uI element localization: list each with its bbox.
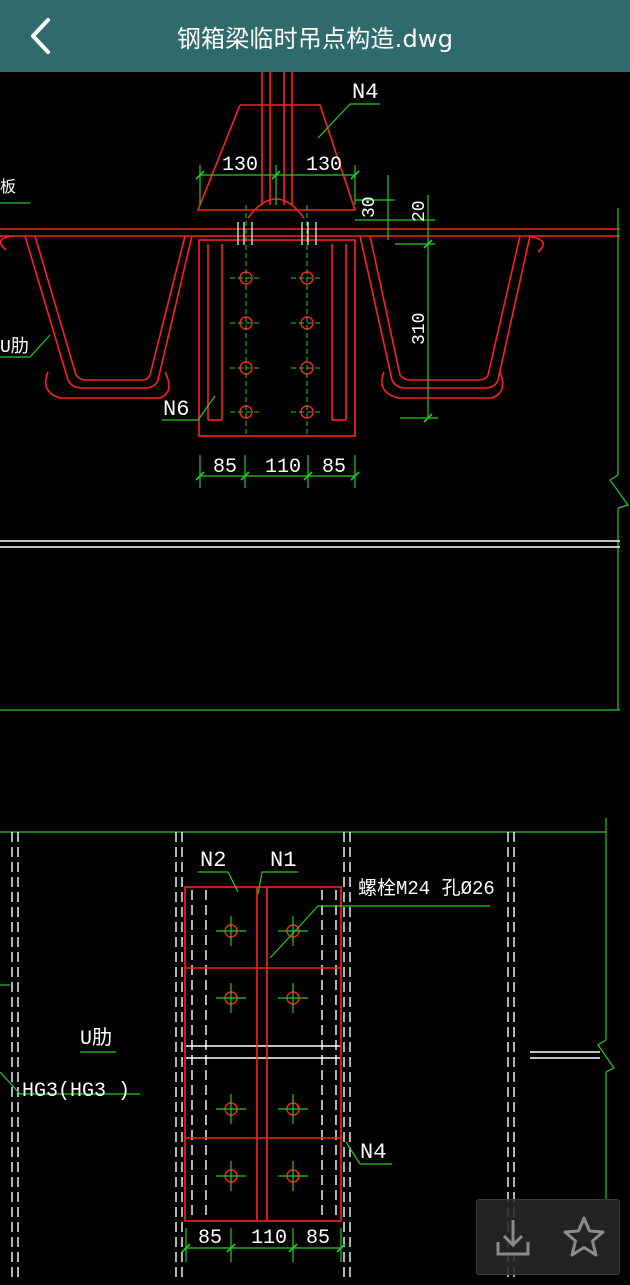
top-labels: 130 130 N4 N6 85 110 85 U肋 板 30 20 310 [0,80,430,479]
dim-130-left: 130 [222,154,258,177]
dim-85-right-top: 85 [322,456,346,479]
star-icon [563,1216,604,1257]
back-button[interactable] [18,14,62,58]
bottom-frame [0,818,615,1200]
label-n6: N6 [163,397,189,422]
dim-110-bottom: 110 [251,1227,287,1250]
dim-110-top: 110 [265,456,301,479]
file-title: 钢箱梁临时吊点构造.dwg [176,24,454,53]
dim-85-right-bottom: 85 [306,1227,330,1250]
top-bolt-centers [230,205,323,436]
action-toolbar [476,1199,620,1275]
label-n4-bottom: N4 [360,1140,386,1165]
label-n4-top: N4 [352,80,378,105]
dim-20: 20 [410,200,430,222]
back-arrow-icon [31,18,50,54]
label-n2: N2 [200,848,226,873]
label-u-rib-top: U肋 [0,336,29,358]
bottom-white-lines [11,832,515,1280]
cad-drawing: 130 130 N4 N6 85 110 85 U肋 板 30 20 310 [0,72,629,1280]
dim-85-left-top: 85 [213,456,237,479]
top-white-details [237,222,317,245]
dim-130-right: 130 [306,154,342,177]
top-bolt-holes [239,271,314,419]
top-dim-ticks [195,170,433,481]
top-structure [0,72,620,437]
label-hg3: HG3(HG3 ) [22,1080,130,1103]
bolt-note: 螺栓M24 孔Ø26 [358,877,495,900]
dim-310: 310 [410,313,430,345]
dim-30: 30 [360,196,380,218]
dim-85-left-bottom: 85 [198,1227,222,1250]
title-bar: 钢箱梁临时吊点构造.dwg [0,0,630,72]
drawing-canvas[interactable]: 130 130 N4 N6 85 110 85 U肋 板 30 20 310 [0,72,630,1280]
bottom-dimensions [0,871,490,1262]
bottom-dim-ticks [181,1243,346,1253]
label-plate: 板 [0,178,16,197]
label-n1: N1 [270,848,296,873]
download-icon [496,1220,529,1256]
bottom-labels: N2 N1 螺栓M24 孔Ø26 U肋 HG3(HG3 ) N4 85 110 … [22,848,495,1250]
label-u-rib-bottom: U肋 [80,1026,112,1051]
bottom-bolt-holes [224,924,300,1183]
bottom-white-horizontals [186,1045,600,1059]
favorite-button[interactable] [556,1209,612,1265]
bottom-plate [184,886,342,1222]
top-dimensions [0,103,629,711]
download-button[interactable] [485,1209,541,1265]
bottom-bolt-centers [216,916,308,1191]
beam-lines [0,540,620,548]
